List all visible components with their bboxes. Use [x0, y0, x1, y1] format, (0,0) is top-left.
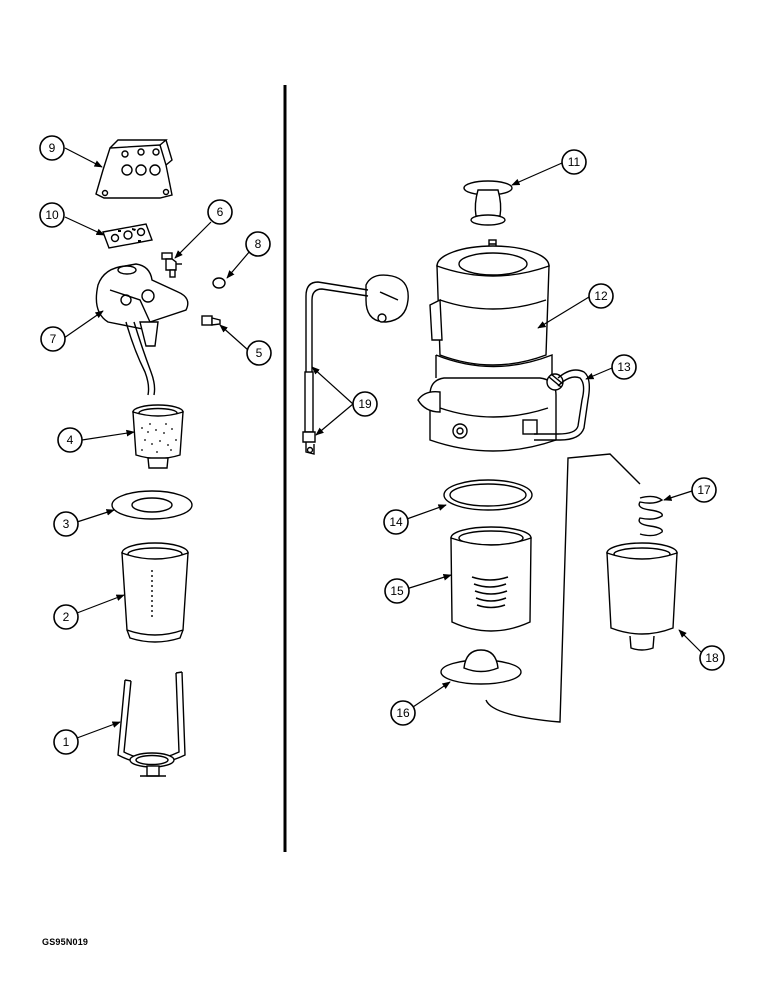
callout-6: 6 — [207, 199, 233, 225]
callout-3: 3 — [53, 511, 79, 537]
part-2-bowl — [121, 542, 189, 643]
part-18-bowl — [606, 542, 678, 651]
part-15-filter-cartridge — [450, 526, 532, 632]
callout-2: 2 — [53, 604, 79, 630]
callout-1-label: 1 — [63, 735, 70, 749]
part-6-bleed-screw — [161, 252, 182, 278]
part-4-filter-element — [132, 404, 184, 469]
callout-2-label: 2 — [63, 610, 70, 624]
callout-6-label: 6 — [217, 205, 224, 219]
callout-12: 12 — [588, 283, 614, 309]
part-7-filter-head — [95, 263, 189, 396]
part-14-o-ring — [443, 479, 533, 511]
callout-16-label: 16 — [396, 706, 410, 720]
callout-19: 19 — [352, 391, 378, 417]
callout-13-label: 13 — [617, 360, 631, 374]
callout-11-label: 11 — [568, 155, 581, 169]
part-9-mounting-bracket — [95, 139, 173, 199]
callout-5: 5 — [246, 340, 272, 366]
callout-9-label: 9 — [49, 141, 56, 155]
callout-16: 16 — [390, 700, 416, 726]
callout-14: 14 — [383, 509, 409, 535]
callout-19-label: 19 — [358, 397, 372, 411]
callout-15: 15 — [384, 578, 410, 604]
part-11-cap — [463, 180, 513, 226]
callout-12-label: 12 — [594, 289, 608, 303]
part-17-spring — [638, 495, 664, 537]
callout-17-label: 17 — [697, 483, 711, 497]
callout-3-label: 3 — [63, 517, 70, 531]
callout-7-label: 7 — [50, 332, 57, 346]
part-10-gasket-plate — [102, 223, 153, 249]
callout-10-label: 10 — [45, 208, 59, 222]
part-12-filter-housing — [417, 239, 564, 452]
diagram-code-label: GS95N019 — [42, 937, 89, 947]
callout-8: 8 — [245, 231, 271, 257]
callout-4: 4 — [57, 427, 83, 453]
callout-10: 10 — [39, 202, 65, 228]
callout-15-label: 15 — [390, 584, 404, 598]
callout-13: 13 — [611, 354, 637, 380]
part-19-wire-harness — [302, 274, 409, 455]
callout-7: 7 — [40, 326, 66, 352]
part-16-base-cup — [440, 649, 522, 685]
callout-14-label: 14 — [389, 515, 403, 529]
part-13-tube — [534, 369, 591, 441]
callout-5-label: 5 — [256, 346, 263, 360]
part-3-gasket — [111, 490, 193, 520]
callout-18: 18 — [699, 645, 725, 671]
part-8-plug — [212, 277, 226, 289]
grouping-line — [485, 453, 641, 723]
callout-8-label: 8 — [255, 237, 262, 251]
callout-17: 17 — [691, 477, 717, 503]
callout-4-label: 4 — [67, 433, 74, 447]
callout-11: 11 — [561, 149, 587, 175]
callout-1: 1 — [53, 729, 79, 755]
callout-9: 9 — [39, 135, 65, 161]
callout-18-label: 18 — [705, 651, 719, 665]
part-5-screw — [201, 315, 221, 326]
leader-lines — [63, 147, 703, 739]
part-1-bail-clamp — [117, 671, 186, 777]
